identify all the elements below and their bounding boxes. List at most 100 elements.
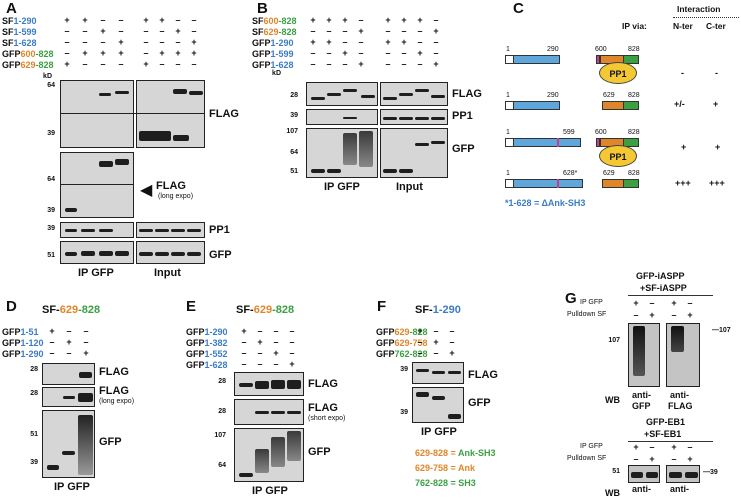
sign-mark: + bbox=[385, 37, 391, 47]
g-bottom-title: GFP-EB1 bbox=[646, 417, 686, 427]
sign-mark: – bbox=[433, 15, 439, 25]
g-bottom-title: +SF-EB1 bbox=[644, 429, 682, 439]
arrow-left-icon: ◀ bbox=[140, 182, 153, 199]
blot-pp1-ip bbox=[60, 222, 134, 238]
mw-marker: —39 bbox=[703, 469, 718, 476]
sign-mark: – bbox=[82, 37, 88, 47]
mw-marker: 39 bbox=[47, 130, 55, 137]
sign-mark: – bbox=[671, 310, 677, 320]
mw-marker: 107 bbox=[608, 337, 620, 344]
mw-marker: 107 bbox=[214, 432, 226, 439]
blot-flag bbox=[42, 363, 95, 385]
g-ip-gfp-label: IP GFP bbox=[580, 443, 603, 450]
mw-marker: —107 bbox=[712, 327, 731, 334]
antibody-label: anti- bbox=[632, 390, 651, 400]
pp1-bubble: PP1 bbox=[599, 145, 637, 167]
label-input: Input bbox=[396, 181, 423, 193]
blot-gfp bbox=[234, 428, 304, 482]
sign-mark: + bbox=[449, 348, 455, 358]
sign-mark: + bbox=[687, 310, 693, 320]
sign-mark: – bbox=[358, 37, 364, 47]
sign-mark: – bbox=[289, 348, 295, 358]
sign-mark: – bbox=[191, 59, 197, 69]
pink-segment bbox=[596, 55, 600, 64]
sign-mark: + bbox=[49, 326, 55, 336]
sign-mark: – bbox=[66, 326, 72, 336]
sign-mark: – bbox=[273, 359, 279, 369]
blot-flag-long bbox=[42, 387, 95, 407]
sign-mark: – bbox=[310, 48, 316, 58]
sign-mark: + bbox=[66, 337, 72, 347]
sign-mark: – bbox=[671, 454, 677, 464]
partner-start: 629 bbox=[603, 92, 615, 99]
blot-flag-input bbox=[136, 80, 205, 148]
panel-letter: E bbox=[186, 298, 197, 315]
sign-mark: – bbox=[401, 59, 407, 69]
mw-marker: 51 bbox=[290, 168, 298, 175]
sign-mark: – bbox=[385, 59, 391, 69]
header-cter: C-ter bbox=[706, 21, 726, 31]
blot-pp1-input bbox=[136, 222, 205, 238]
mw-marker: 107 bbox=[286, 128, 298, 135]
row-label: GFP1-290 bbox=[186, 327, 228, 337]
sign-mark: + bbox=[326, 37, 332, 47]
mw-marker: 39 bbox=[400, 409, 408, 416]
label-ip-gfp: IP GFP bbox=[324, 181, 360, 193]
legend-item: 629-828 = Ank-SH3 bbox=[415, 448, 496, 458]
sign-mark: – bbox=[273, 326, 279, 336]
sign-mark: + bbox=[310, 15, 316, 25]
footnote: *1-628 = ΔAnk-SH3 bbox=[505, 198, 586, 208]
blot-gfp-input bbox=[380, 128, 448, 178]
sign-mark: – bbox=[83, 326, 89, 336]
label-ip-gfp: IP GFP bbox=[421, 426, 457, 438]
sign-mark: + bbox=[175, 26, 181, 36]
nter-value: +++ bbox=[675, 178, 691, 188]
panel-letter: A bbox=[6, 0, 17, 17]
mw-marker: 64 bbox=[47, 176, 55, 183]
mw-marker: 64 bbox=[290, 149, 298, 156]
label-long-expo: (long expo) bbox=[99, 398, 135, 405]
sign-mark: – bbox=[100, 59, 106, 69]
sign-mark: + bbox=[687, 454, 693, 464]
mw-marker: 28 bbox=[30, 366, 38, 373]
orange-segment bbox=[602, 101, 624, 110]
mw-marker: 39 bbox=[47, 225, 55, 232]
sign-mark: – bbox=[257, 348, 263, 358]
blot-flag-long bbox=[60, 152, 134, 218]
sign-mark: + bbox=[143, 59, 149, 69]
sign-mark: – bbox=[342, 37, 348, 47]
sign-mark: – bbox=[385, 26, 391, 36]
sign-mark: + bbox=[649, 310, 655, 320]
label-short-expo: (short expo) bbox=[308, 415, 346, 422]
antibody-label: anti- bbox=[670, 390, 689, 400]
label-flag: FLAG bbox=[209, 108, 239, 120]
cter-value: +++ bbox=[709, 178, 725, 188]
sign-mark: – bbox=[143, 48, 149, 58]
sign-mark: + bbox=[417, 326, 423, 336]
sign-mark: – bbox=[433, 37, 439, 47]
sign-mark: – bbox=[417, 37, 423, 47]
green-segment bbox=[623, 179, 639, 188]
sign-mark: – bbox=[342, 59, 348, 69]
g-ip-gfp-label: IP GFP bbox=[580, 299, 603, 306]
blot-anti-gfp bbox=[628, 465, 660, 483]
panel-letter: D bbox=[6, 298, 17, 315]
panel-title: SF-629-828 bbox=[236, 304, 295, 316]
sign-mark: – bbox=[175, 15, 181, 25]
g-pulldown-label: Pulldown SF bbox=[567, 455, 607, 462]
sign-mark: + bbox=[342, 48, 348, 58]
row-label: SF1-599 bbox=[2, 27, 37, 37]
sign-mark: – bbox=[433, 48, 439, 58]
panel-letter: C bbox=[513, 0, 524, 17]
sign-mark: – bbox=[118, 15, 124, 25]
row-label: GFP629-758 bbox=[376, 338, 428, 348]
sign-mark: + bbox=[326, 15, 332, 25]
mw-marker: 28 bbox=[30, 390, 38, 397]
pink-mark bbox=[557, 179, 559, 188]
label-gfp: GFP bbox=[99, 436, 122, 448]
sign-mark: + bbox=[417, 15, 423, 25]
sign-mark: – bbox=[82, 26, 88, 36]
sign-mark: – bbox=[417, 337, 423, 347]
label-long-expo: (long expo) bbox=[158, 193, 194, 200]
nter-value: + bbox=[681, 142, 687, 152]
